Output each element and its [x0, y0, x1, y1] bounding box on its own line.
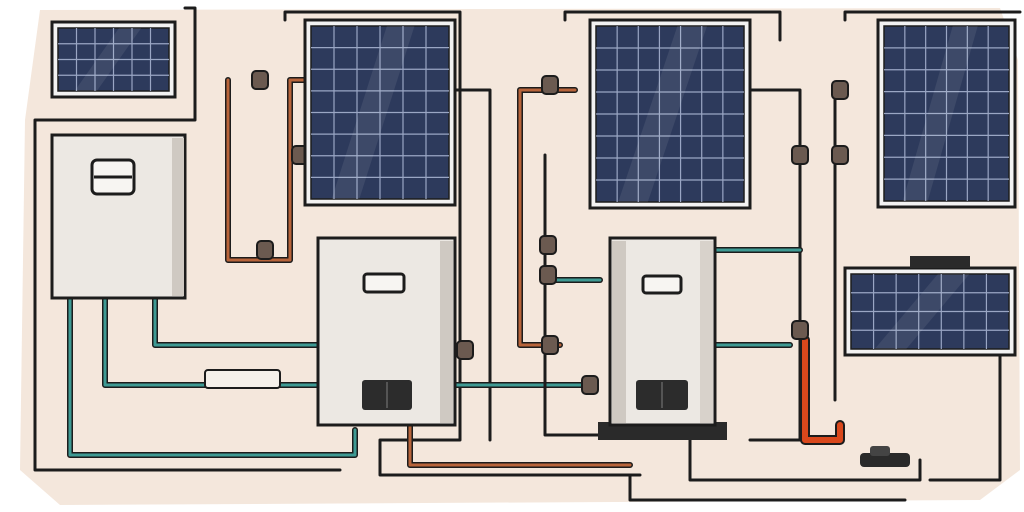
pipe-fitting — [581, 375, 599, 395]
pipe — [688, 438, 922, 482]
tank-label-plate — [362, 272, 406, 294]
solar-panel-5 — [843, 266, 1017, 357]
pipe — [153, 296, 322, 347]
pipe-fitting — [539, 265, 557, 285]
pipe-fitting — [791, 320, 809, 340]
middle-tank — [316, 236, 457, 427]
solar-panels — [50, 18, 1017, 357]
pipe — [563, 10, 782, 42]
small-solar-panel — [50, 20, 177, 99]
pipe-fitting — [256, 240, 274, 260]
pipe — [226, 78, 307, 262]
pipe — [928, 353, 1002, 482]
pipe-fitting — [831, 80, 849, 100]
solar-panel-3 — [588, 18, 752, 210]
pipe-coupling — [204, 369, 281, 389]
pipe — [33, 6, 342, 472]
tank-label-plate — [641, 274, 683, 295]
solar-panel-2 — [303, 18, 457, 207]
solar-panel-4 — [876, 18, 1017, 209]
pipe — [68, 296, 357, 457]
pipe-fitting — [541, 335, 559, 355]
pipe — [628, 473, 907, 502]
pipe-fitting — [791, 145, 809, 165]
pipe-network — [33, 6, 1022, 502]
pipe — [408, 423, 632, 467]
pipe-fitting — [541, 75, 559, 95]
pump-unit — [860, 446, 910, 467]
pipe — [748, 88, 802, 442]
panel-mount — [910, 256, 970, 268]
right-tank — [598, 236, 727, 440]
pipe-fitting — [456, 340, 474, 360]
pipe-fitting — [831, 145, 849, 165]
pipe — [453, 88, 492, 442]
pipe — [843, 10, 1022, 22]
left-tank — [50, 133, 187, 300]
pipe — [283, 10, 642, 477]
pipe-fitting — [539, 235, 557, 255]
pipe — [802, 337, 843, 443]
pipe-fitting — [251, 70, 269, 90]
